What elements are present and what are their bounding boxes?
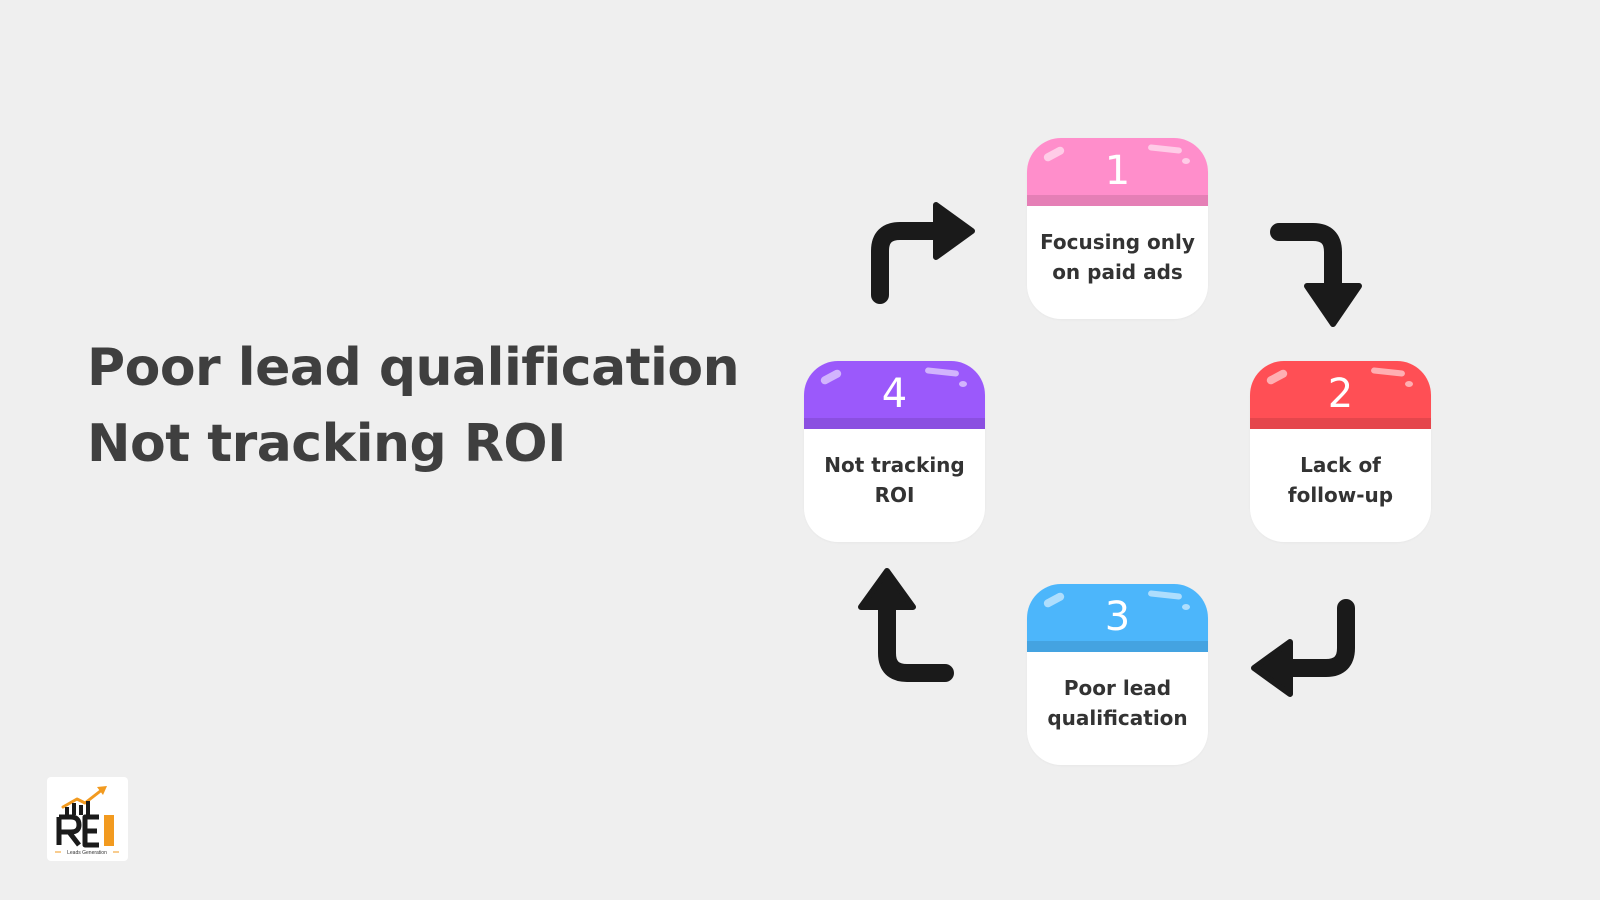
cycle-step-4-card: 4 Not tracking ROI — [804, 361, 985, 542]
cycle-step-3-card: 3 Poor lead qualification — [1027, 584, 1208, 765]
headline-line-1: Poor lead qualification — [87, 338, 740, 398]
cycle-step-1-label-line-2: on paid ads — [1052, 259, 1183, 284]
cycle-step-1-header — [1027, 138, 1208, 206]
cycle-arrow-3-to-4-icon — [858, 568, 954, 682]
cycle-step-1-number: 1 — [1104, 148, 1131, 194]
svg-text:Leads Generation: Leads Generation — [67, 850, 107, 856]
headline-line-2: Not tracking ROI — [87, 414, 566, 474]
cycle-step-4-label-line-1: Not tracking — [824, 452, 965, 477]
rei-logo-icon: Leads Generation — [55, 786, 119, 856]
cycle-step-4-header — [804, 361, 985, 429]
cycle-arrow-4-to-1-icon — [871, 202, 975, 304]
cycle-step-3-label-line-2: qualification — [1047, 705, 1188, 730]
cycle-step-4-number: 4 — [881, 371, 908, 417]
cycle-step-3-label-line-1: Poor lead — [1063, 675, 1172, 700]
cycle-step-2-header — [1250, 361, 1431, 429]
company-logo: Leads Generation — [47, 777, 128, 861]
cycle-step-4-label-line-2: ROI — [874, 482, 915, 507]
cycle-step-3-label: Poor lead qualification — [1035, 652, 1200, 765]
cycle-step-1-label: Focusing only on paid ads — [1035, 206, 1200, 319]
cycle-step-3-header — [1027, 584, 1208, 652]
cycle-step-1-label-line-1: Focusing only — [1040, 229, 1195, 254]
cycle-step-4-label: Not tracking ROI — [812, 429, 977, 542]
cycle-step-2-card: 2 Lack of follow-up — [1250, 361, 1431, 542]
cycle-step-2-label-line-2: follow-up — [1287, 482, 1394, 507]
headline: Poor lead qualification Not tracking ROI — [87, 330, 747, 482]
cycle-step-2-label-line-1: Lack of — [1300, 452, 1381, 477]
cycle-step-1-card: 1 Focusing only on paid ads — [1027, 138, 1208, 319]
cycle-step-2-number: 2 — [1327, 371, 1354, 417]
cycle-step-3-number: 3 — [1104, 594, 1131, 640]
cycle-arrow-2-to-3-icon — [1251, 599, 1355, 697]
cycle-arrow-1-to-2-icon — [1270, 223, 1362, 327]
cycle-step-2-label: Lack of follow-up — [1258, 429, 1423, 542]
